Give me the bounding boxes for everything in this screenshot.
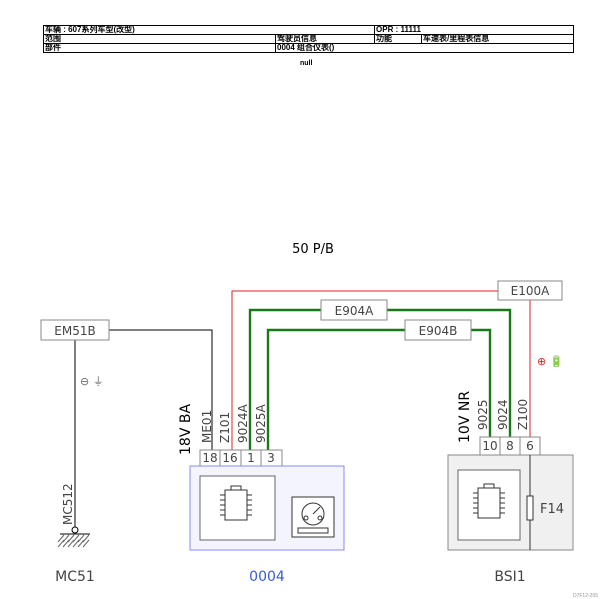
ecu-chip-icon <box>220 485 252 521</box>
svg-text:E100A: E100A <box>511 284 550 298</box>
pins-0004: 18 16 1 3 <box>199 449 283 467</box>
red-wire-z101 <box>231 290 498 450</box>
pin-6: 6 <box>526 439 534 453</box>
header-row-scope: 范围 驾驶员信息 功能 车速表/里程表信息 <box>43 34 575 44</box>
part-value-cell: 0004 组合仪表() <box>274 43 575 53</box>
pins-bsi1: 10 8 6 <box>479 436 541 456</box>
pin-1: 1 <box>247 451 255 465</box>
gauge-icon <box>291 496 335 538</box>
label-me01: ME01 <box>200 410 214 443</box>
ground-hatch-icon <box>57 534 90 548</box>
bsi-chip-icon <box>473 483 505 519</box>
pin-3: 3 <box>267 451 275 465</box>
fuse-label-f14: F14 <box>540 502 564 517</box>
box-em51b: EM51B <box>40 319 110 341</box>
ground-mc51: MC512 <box>57 483 90 548</box>
label-9024a: 9024A <box>236 403 250 443</box>
label-z101: Z101 <box>218 412 232 443</box>
pin-18: 18 <box>202 451 217 465</box>
box-e100a: E100A <box>497 280 563 301</box>
header-table: 车辆 : 607系列车型(改型) OPR : 11111 范围 驾驶员信息 功能… <box>42 25 575 53</box>
label-9025a: 9025A <box>254 403 268 443</box>
fuse-icon <box>526 495 534 521</box>
battery-symbol-icon: ⊕ 🔋 <box>537 355 563 368</box>
svg-text:E904B: E904B <box>419 324 458 338</box>
component-0004 <box>189 465 345 551</box>
label-10v-nr: 10V NR <box>457 391 473 443</box>
null-label: null <box>300 60 313 67</box>
green-wire-9025 <box>266 328 492 450</box>
caption-bsi1: BSI1 <box>494 569 525 585</box>
box-e904a: E904A <box>320 299 388 321</box>
diagram-title: 50 P/B <box>292 242 334 257</box>
pin-8: 8 <box>506 439 514 453</box>
label-18v-ba: 18V BA <box>178 404 194 455</box>
component-bsi1: F14 <box>447 454 574 551</box>
svg-text:EM51B: EM51B <box>54 324 95 338</box>
label-mc512: MC512 <box>61 483 75 525</box>
label-9024: 9024 <box>496 399 510 430</box>
svg-text:E904A: E904A <box>335 304 374 318</box>
pin-16: 16 <box>222 451 237 465</box>
caption-mc51: MC51 <box>55 569 95 585</box>
pin-10: 10 <box>482 439 497 453</box>
drawing-code: D7F12-205 <box>572 593 598 599</box>
black-wire-me01 <box>109 329 213 450</box>
ground-symbol-icon: ⊖ ⏚ <box>80 375 104 388</box>
box-e904b: E904B <box>404 319 472 341</box>
label-z100: Z100 <box>516 399 530 430</box>
header-row-part: 部件 0004 组合仪表() <box>43 43 575 53</box>
caption-0004: 0004 <box>249 569 285 585</box>
label-9025: 9025 <box>476 399 490 430</box>
